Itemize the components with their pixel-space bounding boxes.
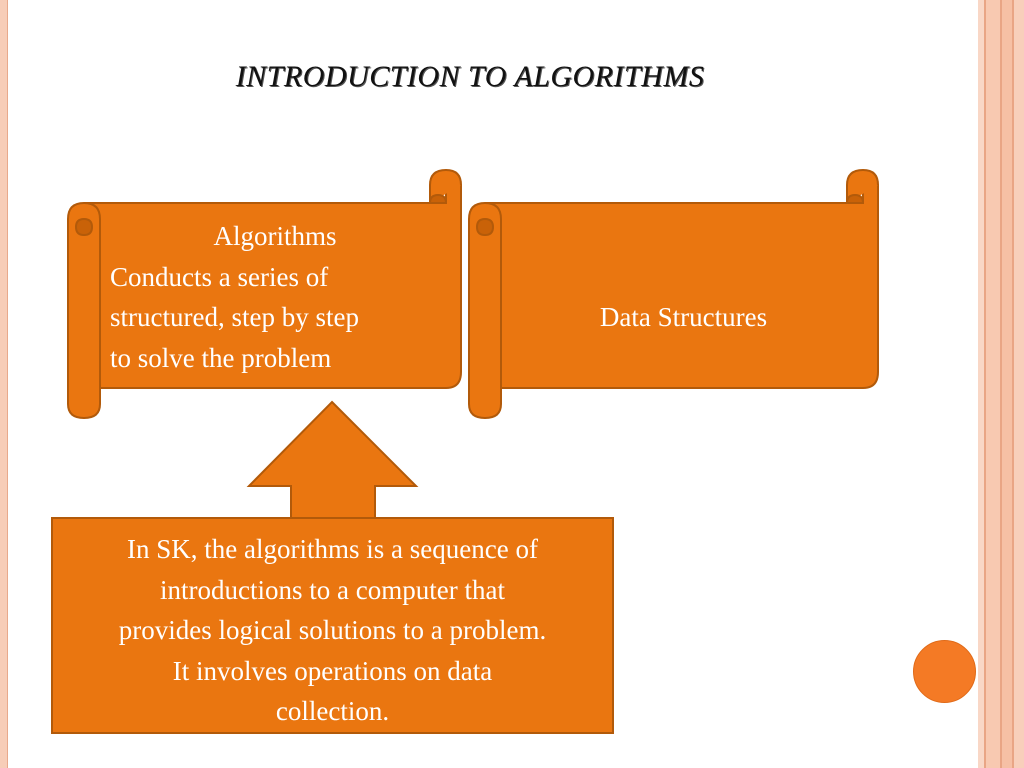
description-line-5: collection. (275, 696, 390, 726)
up-arrow (246, 400, 419, 521)
right-scroll-heading: Data Structures (599, 302, 768, 332)
right-border-stripes (978, 0, 1024, 768)
right-scroll-line-1: Methods for compiling (511, 423, 760, 454)
left-scroll-shape (67, 168, 462, 420)
description-line-3: provides logical solutions to a problem. (118, 615, 547, 645)
left-border-stripe (0, 0, 8, 768)
left-scroll-line-1: Conducts a series of (110, 261, 329, 292)
left-scroll-heading: Algorithms (213, 221, 337, 251)
left-scroll-line-3: to solve the problem (110, 342, 332, 373)
description-line-4: It involves operations on data (172, 655, 493, 686)
left-scroll-line-2: structured, step by step (110, 302, 359, 332)
description-line-2: introductions to a computer that (160, 574, 505, 605)
right-scroll-shape (468, 168, 879, 420)
left-scroll-text: Algorithms Conducts a series of structur… (110, 216, 440, 378)
slide-title: INTRODUCTION TO ALGORITHMS (235, 60, 705, 93)
decorative-circle (913, 640, 976, 703)
description-box: In SK, the algorithms is a sequence of i… (51, 517, 614, 734)
description-line-1: In SK, the algorithms is a sequence of (127, 534, 538, 564)
